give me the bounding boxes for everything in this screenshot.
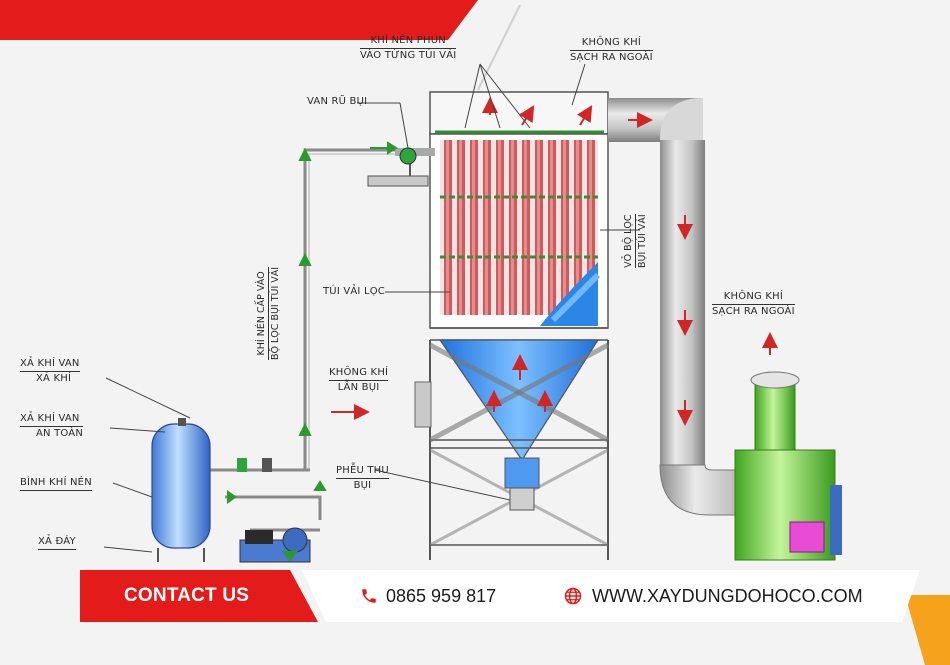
dust-hopper bbox=[414, 339, 610, 560]
contact-bar: 0865 959 817 WWW.XAYDUNGDOHOCO.COM CONTA… bbox=[80, 570, 920, 622]
air-supply-piping bbox=[210, 147, 435, 532]
airflow-arrows bbox=[331, 97, 778, 426]
globe-icon bbox=[564, 587, 582, 605]
air-tank bbox=[151, 418, 272, 562]
top-banner bbox=[0, 0, 478, 40]
contact-info-panel: 0865 959 817 WWW.XAYDUNGDOHOCO.COM bbox=[302, 570, 920, 622]
label-bottom-drain: XẢ ĐÁY bbox=[38, 535, 76, 550]
label-dusty-air: KHÔNG KHÍ LẪN BỤI bbox=[329, 367, 389, 393]
compressed-air-arrows bbox=[227, 141, 398, 562]
label-dust-shake-valve: VAN RŨ BỤI bbox=[307, 96, 368, 107]
label-safety-valve: XẢ KHÍ VAN AN TOÀN bbox=[20, 413, 84, 439]
filter-bag-array bbox=[440, 140, 598, 315]
baghouse-housing bbox=[429, 91, 609, 341]
label-exhaust-valve: XẢ KHÍ VAN XẢ KHÍ bbox=[20, 358, 80, 384]
website-link[interactable]: WWW.XAYDUNGDOHOCO.COM bbox=[592, 586, 863, 606]
label-air-tank: BÌNH KHÍ NÉN bbox=[20, 476, 92, 491]
label-compressed-air-spray: KHÍ NÉN PHUN VÀO TỪNG TÚI VẢI bbox=[360, 35, 457, 61]
contact-us-button[interactable]: CONTACT US bbox=[80, 570, 318, 622]
exhaust-fan bbox=[734, 371, 842, 561]
label-filter-shell: VỎ BỘ LỌC BỤI TÚI VẢI bbox=[622, 214, 648, 268]
corner-accent bbox=[905, 595, 950, 665]
phone-icon bbox=[362, 589, 376, 603]
contact-us-label: CONTACT US bbox=[124, 585, 250, 606]
label-filter-bag: TÚI VẢI LỌC bbox=[323, 286, 385, 297]
air-compressor bbox=[239, 527, 311, 563]
label-compressed-air-supply: KHÍ NÉN CẤP VÀO BỘ LỌC BỤI TÚI VẢI bbox=[255, 266, 281, 360]
phone-number[interactable]: 0865 959 817 bbox=[386, 586, 497, 606]
label-dust-hopper: PHỄU THU BỤI bbox=[336, 465, 389, 491]
label-clean-air-out-right: KHÔNG KHÍ SẠCH RA NGOÀI bbox=[712, 291, 795, 317]
leader-lines bbox=[103, 63, 640, 553]
label-clean-air-out-top: KHÔNG KHÍ SẠCH RA NGOÀI bbox=[570, 37, 653, 63]
